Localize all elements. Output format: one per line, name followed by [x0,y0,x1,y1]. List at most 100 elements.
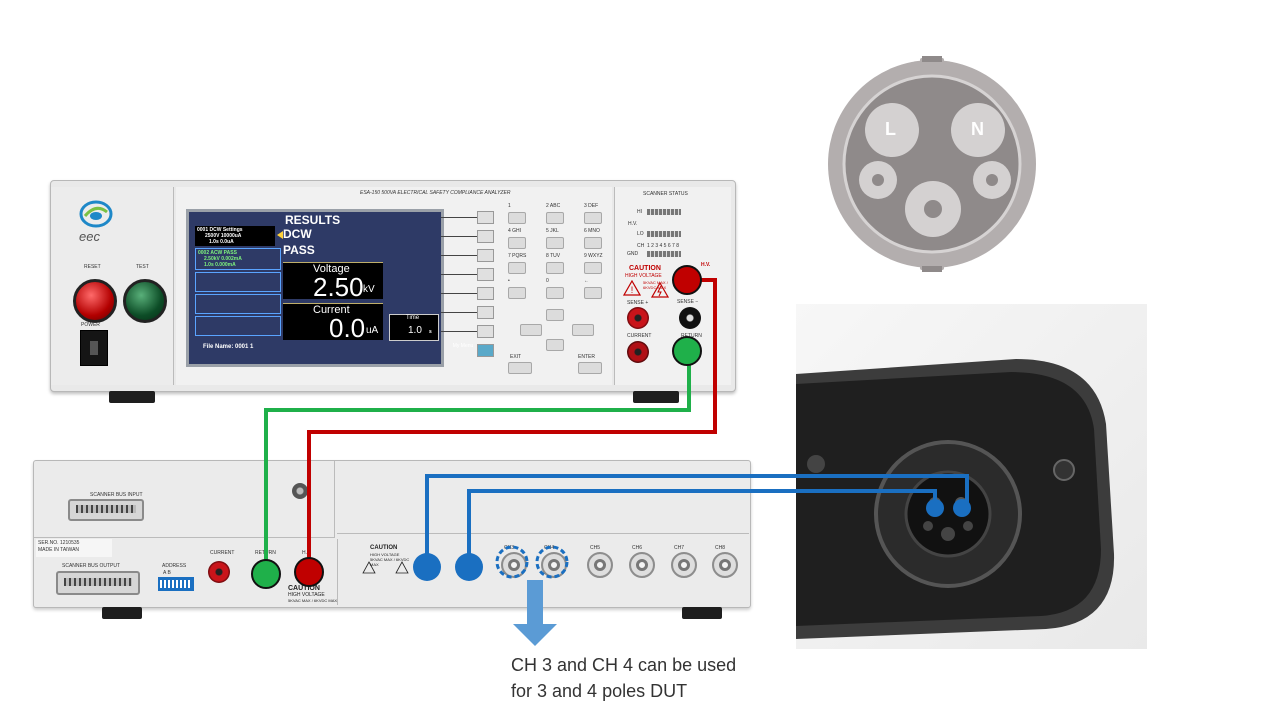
ch7-label: CH7 [674,545,685,551]
my-menu-button[interactable] [477,344,494,357]
sense-minus-terminal[interactable] [679,307,701,329]
arrow-right-key[interactable] [572,324,594,336]
key-label-8: 8 TUV [546,253,561,259]
key-4[interactable] [508,237,526,249]
key-5[interactable] [546,237,564,249]
key-3[interactable] [584,212,602,224]
key-2[interactable] [546,212,564,224]
serial-number: SER.NO. 1210535 [38,540,80,546]
channel-caution-title: CAUTION [370,545,398,551]
arrow-down-key[interactable] [546,339,564,351]
selection-arrow-icon [277,231,283,239]
key-0[interactable] [546,287,564,299]
key-dot[interactable] [508,287,526,299]
scanner-caution-title: CAUTION [288,585,320,592]
step3-box [195,272,281,292]
made-in-label: MADE IN TAIWAN [38,547,80,553]
key-8[interactable] [546,262,564,274]
file-name: File Name: 0001 1 [203,344,254,350]
pin-n-label: N [971,119,984,139]
ch1-plug[interactable] [413,553,441,581]
analyzer-return-plug[interactable] [672,336,702,366]
current-terminal-label: CURRENT [627,333,652,339]
pin-n [951,103,1005,157]
address-ab-label: A B [163,570,171,576]
scanner-foot-left [102,607,142,619]
scanner-current-terminal[interactable] [208,561,230,583]
scanner-bus-output-port[interactable] [56,571,140,595]
scanner-hv-label: H.V. [628,221,638,227]
caption-text: CH 3 and CH 4 can be used for 3 and 4 po… [511,652,736,704]
return-terminal-label: RETURN [681,333,702,339]
address-dip-switch[interactable] [158,577,194,591]
test-mode: DCW [283,227,312,241]
ch8-jack[interactable] [712,552,738,578]
softkey-2[interactable] [477,230,494,243]
key-label-4: 4 GHI [508,228,522,234]
key-6[interactable] [584,237,602,249]
ch6-jack[interactable] [629,552,655,578]
ch2-plug[interactable] [455,553,483,581]
step4-box [195,294,281,314]
ch3-highlight-ring [495,545,529,579]
softkey-4[interactable] [477,268,494,281]
enter-button[interactable] [578,362,602,374]
test-label: TEST [136,264,149,270]
address-label: ADDRESS [162,563,187,569]
brand-label: eec [79,229,100,244]
key-1[interactable] [508,212,526,224]
arrow-left-key[interactable] [520,324,542,336]
step1-title: 0001 DCW Settings [197,227,243,233]
step1-box: 0001 DCW Settings 2500V 10000uA 1.0s 0.0… [195,226,275,246]
scanner-gnd-label: GND [627,251,639,257]
softkey-6[interactable] [477,306,494,319]
key-7[interactable] [508,262,526,274]
current-readout: Current 0.0 uA [283,303,383,343]
lo-led-bar [647,231,681,237]
red-hv-wire [307,278,717,574]
sense-plus-terminal[interactable] [627,307,649,329]
arrow-up-key[interactable] [546,309,564,321]
keypad: 1 2 ABC 3 DEF 4 GHI 5 JKL 6 MNO 7 PQRS 8… [506,203,610,374]
scanner-foot-right [682,607,722,619]
time-label: Time [406,315,420,321]
sense-plus-label: SENSE + [627,300,649,306]
blue-wire-ch1 [425,474,969,566]
softkey-5[interactable] [477,287,494,300]
key-backspace[interactable] [584,287,602,299]
scanner-current-label: CURRENT [210,550,235,556]
key-label-2: 2 ABC [546,203,561,209]
test-button[interactable] [123,279,167,323]
softkey-3[interactable] [477,249,494,262]
warning-triangle-icon: ! [623,280,641,296]
analyzer-hv-plug[interactable] [672,265,702,295]
voltage-label: Voltage [313,263,350,275]
screen-header: RESULTS [285,213,341,227]
reset-button[interactable] [73,279,117,323]
channel-warning-icons [362,561,409,574]
current-terminal[interactable] [627,341,649,363]
ch7-jack[interactable] [671,552,697,578]
sense-minus-label: SENSE − [677,299,699,305]
scanner-channel-panel [337,539,750,605]
current-label: Current [313,304,350,316]
softkey-7[interactable] [477,325,494,338]
analyzer-right-panel: SCANNER STATUS H.V. HI LO CH GND 1 2 3 4… [614,187,731,385]
power-switch[interactable] [80,330,108,366]
scanner-bus-input-port[interactable] [68,499,144,521]
scanner-upper-left-panel [34,461,335,538]
scanner-return-plug[interactable] [251,559,281,589]
current-unit: uA [366,325,379,336]
key-label-1: 1 [508,203,511,209]
softkey-1[interactable] [477,211,494,224]
electrical-safety-analyzer: eec RESET TEST POWER ESA-150 500VA ELECT… [50,180,736,403]
test-status: PASS [283,243,315,257]
exit-label: EXIT [510,354,522,360]
scanner-hv-plug[interactable] [294,557,324,587]
step2-box: 0002 ACW PASS 2.50kV 0.002mA 1.0s 0.000m… [195,248,281,270]
ch5-jack[interactable] [587,552,613,578]
my-menu-label: My Menu [452,343,474,349]
exit-button[interactable] [508,362,532,374]
key-9[interactable] [584,262,602,274]
ch4-highlight-ring [535,545,569,579]
